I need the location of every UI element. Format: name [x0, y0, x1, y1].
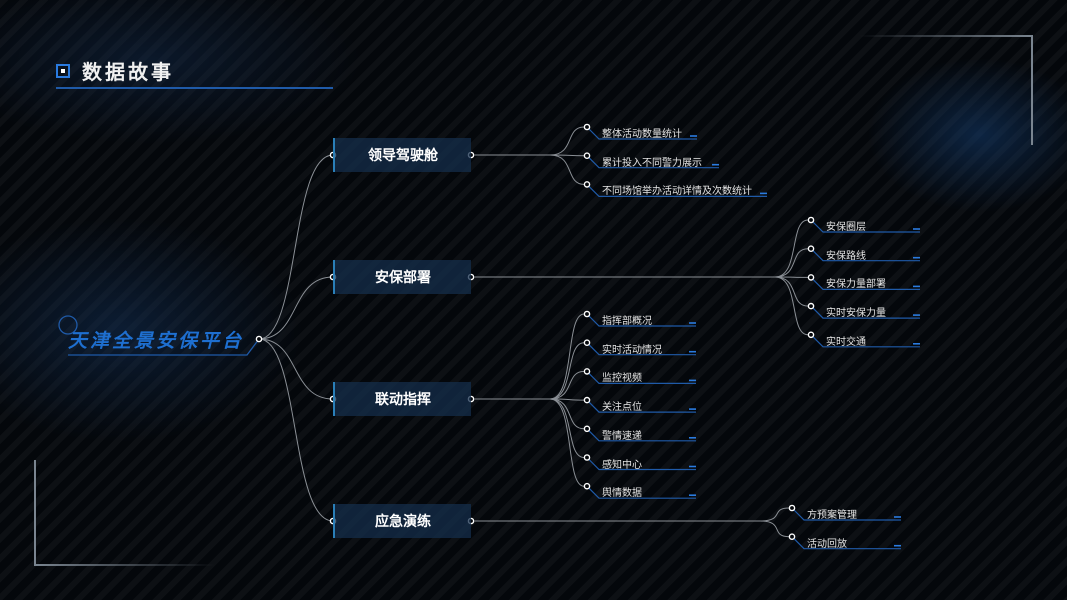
leaf-underline [588, 459, 696, 471]
leaf-item[interactable]: 整体活动数量统计 [602, 129, 682, 140]
leaf-underline [588, 128, 697, 140]
leaf-underline [793, 538, 901, 550]
leaf-item[interactable]: 实时安保力量 [826, 308, 886, 320]
leaf-dot [583, 123, 591, 131]
leaf-dot [583, 482, 591, 490]
title-underline [56, 87, 333, 89]
leaf-dot [807, 274, 815, 281]
leaf-item[interactable]: 安保圈层 [826, 222, 866, 233]
leaf-item[interactable]: 指挥部概况 [602, 316, 652, 327]
category-node[interactable]: 联动指挥 [333, 382, 471, 416]
leaf-underline [588, 401, 696, 413]
leaf-dot [807, 216, 815, 224]
leaf-item[interactable]: 关注点位 [602, 402, 642, 414]
leaf-link [774, 276, 809, 336]
page-title: 数据故事 [82, 60, 174, 84]
leaf-underline [588, 315, 696, 327]
leaf-link [774, 248, 809, 278]
leaf-dot [583, 181, 591, 188]
leaf-link [549, 398, 585, 430]
leaf-underline [588, 157, 719, 169]
leaf-dot [583, 425, 591, 433]
leaf-dot [583, 454, 591, 461]
leaf-link [759, 507, 790, 522]
leaf-dot [583, 152, 591, 159]
leaf-item[interactable]: 警情速递 [602, 430, 642, 442]
title-square-icon [56, 63, 70, 78]
leaf-underline [812, 307, 920, 319]
leaf-link [774, 219, 809, 278]
leaf-item[interactable]: 方预案管理 [807, 510, 857, 521]
leaf-dot [583, 368, 591, 375]
leaf-item[interactable]: 不同场馆举办活动详情及次数统计 [602, 186, 752, 198]
leaf-underline [793, 509, 901, 521]
category-node[interactable]: 安保部署 [333, 260, 471, 294]
leaf-dot [807, 331, 815, 339]
leaf-link [549, 313, 585, 400]
leaf-item[interactable]: 实时活动情况 [602, 344, 662, 356]
leaf-item[interactable]: 安保路线 [826, 250, 866, 262]
leaf-dot [583, 339, 591, 347]
leaf-link [549, 342, 585, 400]
leaf-item[interactable]: 感知中心 [602, 459, 642, 471]
leaf-dot [583, 396, 591, 404]
leaf-link [759, 520, 790, 538]
leaf-link [549, 398, 585, 487]
leaf-link [549, 370, 585, 400]
leaf-dot [807, 245, 815, 252]
category-node[interactable]: 领导驾驶舱 [333, 138, 471, 172]
leaf-underline [812, 278, 920, 290]
category-node[interactable]: 应急演练 [333, 504, 471, 538]
leaf-underline [812, 250, 920, 262]
leaf-underline [588, 185, 767, 197]
leaf-link [549, 154, 585, 185]
leaf-dot [583, 310, 591, 318]
leaf-underline [812, 221, 920, 233]
leaf-item[interactable]: 舆情数据 [602, 488, 642, 500]
leaf-item[interactable]: 累计投入不同警力展示 [602, 157, 702, 169]
leaf-underline [588, 430, 696, 442]
root-underline [68, 338, 260, 356]
root-port [255, 335, 263, 343]
root-link [258, 338, 334, 400]
leaf-underline [588, 344, 696, 356]
leaf-item[interactable]: 活动回放 [807, 538, 847, 550]
corner-frame-bottom-left [34, 460, 214, 566]
root-link [258, 276, 334, 340]
root-node[interactable]: 天津全景安保平台 [68, 330, 245, 352]
leaf-underline [588, 487, 696, 499]
leaf-link [774, 276, 809, 307]
leaf-item[interactable]: 实时交通 [826, 336, 866, 348]
root-link [258, 338, 334, 522]
leaf-underline [588, 372, 696, 384]
leaf-dot [807, 302, 815, 310]
leaf-link [549, 398, 585, 458]
page-header: 数据故事 [56, 56, 174, 85]
leaf-underline [812, 336, 920, 348]
leaf-link [549, 126, 585, 156]
leaf-dot [788, 533, 796, 541]
leaf-item[interactable]: 安保力量部署 [826, 279, 886, 291]
root-link [258, 154, 334, 340]
root-ring-icon [58, 315, 78, 335]
leaf-dot [788, 504, 796, 512]
corner-frame-top-right [860, 35, 1033, 145]
leaf-item[interactable]: 监控视频 [602, 373, 642, 385]
